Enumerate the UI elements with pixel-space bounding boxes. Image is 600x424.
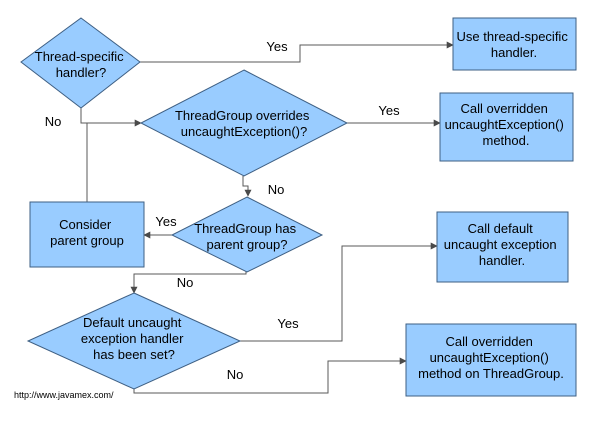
decision-thread-specific — [20, 17, 141, 109]
edge-label-specific-no: No — [45, 114, 62, 129]
label-has-parent-group: ThreadGroup has parent group? — [194, 221, 300, 252]
connector-default-yes — [240, 242, 438, 342]
edge-label-default-no: No — [227, 367, 244, 382]
edge-label-overrides-no: No — [268, 182, 285, 197]
box-call-overridden — [439, 92, 574, 162]
connector-parent-no — [130, 271, 247, 294]
decision-default-set — [26, 292, 242, 390]
source-url: http://www.javamex.com/ — [14, 390, 114, 400]
edge-labels: Yes No Yes No Yes No Yes No — [45, 39, 400, 382]
edge-label-parent-no: No — [177, 275, 194, 290]
label-thread-specific: Thread-specific handler? — [35, 49, 128, 80]
connector-specific-no — [80, 108, 142, 127]
box-use-thread-specific-handler — [452, 17, 577, 71]
shapes — [20, 17, 577, 397]
label-call-overridden-threadgroup: Call overridden uncaughtException() meth… — [418, 334, 564, 381]
edge-label-overrides-yes: Yes — [378, 103, 400, 118]
edge-label-specific-yes: Yes — [266, 39, 288, 54]
label-threadgroup-overrides: ThreadGroup overrides uncaughtException(… — [175, 108, 313, 139]
connectors — [80, 41, 454, 394]
decision-has-parent-group — [170, 196, 324, 273]
connector-default-no — [133, 357, 407, 394]
label-use-thread-specific-handler: Use thread-specific handler. — [457, 29, 572, 60]
label-default-set: Default uncaught exception handler has b… — [81, 315, 187, 362]
decision-threadgroup-overrides — [139, 69, 349, 177]
connector-overrides-no — [242, 176, 252, 197]
box-call-default-handler — [436, 211, 569, 283]
connector-specific-yes — [140, 41, 454, 63]
node-labels: Thread-specific handler? Use thread-spec… — [35, 29, 572, 381]
label-consider-parent-group: Consider parent group — [50, 217, 124, 248]
label-call-default-handler: Call default uncaught exception handler. — [444, 221, 560, 268]
edge-label-parent-yes: Yes — [155, 214, 177, 229]
box-call-overridden-threadgroup — [405, 323, 577, 397]
edge-label-default-yes: Yes — [277, 316, 299, 331]
label-call-overridden: Call overridden uncaughtException() meth… — [445, 101, 568, 148]
box-consider-parent-group — [29, 201, 145, 268]
